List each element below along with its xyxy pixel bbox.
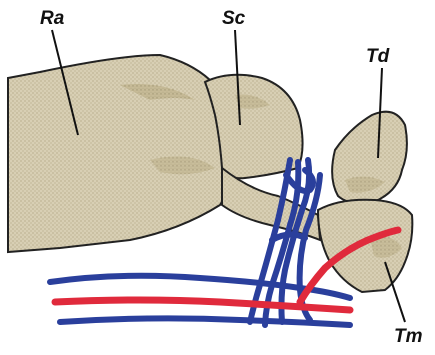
trapezium-bone [318, 200, 412, 292]
label-tm: Tm [394, 326, 423, 347]
label-sc: Sc [222, 8, 246, 29]
label-ra: Ra [40, 8, 65, 29]
trapezoid-bone [332, 112, 407, 204]
radius-bone [8, 55, 227, 252]
label-td: Td [366, 46, 390, 67]
